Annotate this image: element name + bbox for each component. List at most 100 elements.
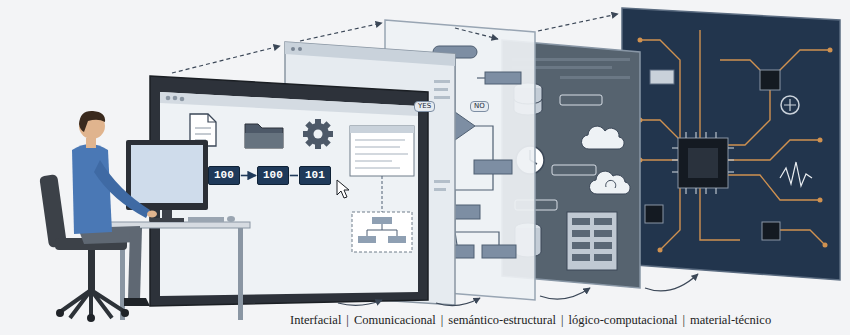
interface-monitor-part-part (355, 168, 400, 169)
window-panel-part (298, 47, 302, 51)
circuit-panel-part-part (728, 159, 734, 160)
circuit-panel-part-part (720, 60, 760, 70)
interface-monitor-part-part-part (315, 143, 321, 149)
interface-monitor-part (382, 176, 383, 212)
layer-guide-dashed-part (172, 46, 280, 73)
layer-label: semántico-estructural (448, 312, 556, 328)
interface-monitor-part-part-part (303, 131, 309, 137)
layer-guide-dashed (172, 14, 618, 73)
circuit-panel-part (760, 70, 780, 90)
data-panel-part-part (572, 218, 590, 225)
circuit-panel-part-part (725, 140, 820, 160)
layer-guide-curved-part (645, 274, 698, 291)
interface-monitor-part-part (355, 154, 408, 155)
circuit-panel-part (780, 162, 812, 186)
person-at-desk-part (79, 111, 105, 132)
data-panel-part (581, 126, 624, 149)
branch-label: YES (414, 101, 435, 112)
interface-monitor-part-part-part (305, 138, 313, 146)
interface-monitor-part-part-part (322, 121, 330, 129)
person-at-desk-part (94, 160, 150, 218)
circuit-panel-part (784, 99, 796, 111)
interface-monitor-part (245, 124, 283, 148)
layer-guide-dashed-part (300, 23, 382, 41)
window-panel-part-part (434, 80, 450, 83)
data-panel-part-part (594, 218, 612, 225)
person-at-desk-part (131, 145, 203, 203)
window-panel-part-part (434, 188, 446, 191)
circuit-panel-part-part (779, 230, 825, 245)
window-panel-part-part (434, 180, 450, 183)
interface-monitor-part-part (355, 147, 400, 148)
interface-monitor-part-part-part (315, 119, 321, 125)
circuit-panel-part (638, 38, 833, 253)
person-at-desk-part (147, 211, 157, 218)
data-panel-part-part (594, 254, 612, 261)
layer-caption-row: Interfacial|Comunicacional|semántico-est… (290, 312, 771, 328)
interface-monitor-part-part (358, 236, 376, 243)
data-panel-part (606, 180, 616, 188)
separator: | (561, 312, 564, 328)
circuit-panel-part-part (715, 132, 716, 138)
data-panel-part-part (594, 230, 612, 237)
value-text: 101 (305, 169, 325, 182)
person-at-desk-part (150, 218, 184, 222)
interface-monitor-part-part (372, 217, 392, 224)
interface-monitor-part (358, 217, 406, 243)
circuit-panel-part-part (818, 198, 823, 203)
binary-value-box: 101 (299, 166, 331, 185)
circuit-panel-part (688, 148, 718, 178)
window-panel-part-part (434, 96, 450, 99)
layer-label: lógico-computacional (568, 312, 677, 328)
circuit-panel (622, 8, 840, 280)
person-at-desk-part (39, 174, 67, 248)
layer-guide-curved (338, 274, 698, 306)
interface-monitor-part (173, 96, 178, 101)
window-panel-part-part (434, 88, 448, 91)
circuit-panel-part (762, 222, 780, 240)
interface-monitor-part (160, 92, 418, 116)
flowchart-panel-part-part (485, 72, 521, 84)
interface-monitor-part-part-part (322, 138, 330, 146)
layer-label: Comunicacional (354, 312, 436, 328)
data-panel-part-part (560, 76, 630, 79)
data-panel-part (567, 212, 617, 270)
layer-guide-dashed-part (538, 14, 618, 31)
circuit-panel-part (640, 30, 830, 250)
window-panel-part (285, 42, 455, 66)
circuit-panel-part-part (695, 132, 696, 138)
interface-monitor-part (350, 126, 414, 176)
person-at-desk-part (87, 314, 95, 322)
circuit-panel-part-part (672, 171, 678, 172)
person-at-desk-part (60, 290, 125, 318)
circuit-panel-part-part (728, 147, 734, 148)
interface-monitor-part-part-part (305, 121, 313, 129)
flowchart-panel-part-part (475, 126, 493, 160)
circuit-panel-part-part (672, 147, 678, 148)
interface-monitor-part (355, 140, 408, 168)
circuit-panel-part (645, 205, 663, 223)
data-panel-part (552, 165, 596, 175)
person-at-desk-part (238, 228, 243, 320)
branch-label: NO (470, 101, 489, 112)
circuit-panel-part-part (640, 120, 680, 140)
circuit-panel-part (678, 138, 728, 188)
interface-monitor-part (350, 126, 414, 133)
circuit-panel-part-part (725, 90, 770, 145)
interface-monitor-part (195, 128, 211, 140)
person-at-desk-part (124, 298, 150, 306)
circuit-panel-part-part (828, 48, 833, 53)
person-at-desk-part (126, 140, 208, 210)
layer-guide-curved-part (436, 298, 480, 306)
value-connector (241, 175, 256, 177)
person-at-desk-part (86, 138, 96, 148)
person-at-desk-part (162, 210, 172, 219)
person-at-desk-part (121, 309, 129, 317)
person-at-desk-part (56, 309, 64, 317)
person-at-desk-part (72, 144, 112, 234)
circuit-panel-part-part (728, 171, 734, 172)
circuit-panel-part (672, 132, 734, 194)
circuit-panel-part-part (685, 132, 686, 138)
